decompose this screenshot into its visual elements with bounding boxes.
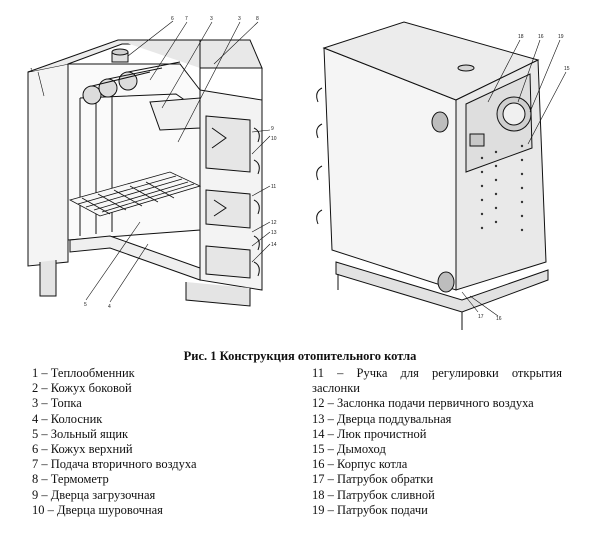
svg-text:8: 8	[256, 16, 259, 22]
svg-text:13: 13	[271, 230, 277, 236]
legend-item: 14 – Люк прочистной	[312, 426, 427, 441]
svg-text:1: 1	[30, 68, 33, 74]
svg-text:10: 10	[271, 136, 277, 142]
svg-text:18: 18	[518, 34, 524, 40]
legend-item: 11 – Ручка для регулировки открытия	[312, 366, 562, 380]
legend-item: 8 – Термометр	[32, 472, 109, 487]
legend-item: 4 – Колосник	[32, 411, 103, 426]
legend-left-column: 1 – Теплообменник 2 – Кожух боковой 3 – …	[32, 366, 282, 518]
svg-text:9: 9	[271, 126, 274, 132]
legend-item-continuation: заслонки	[312, 381, 360, 396]
svg-text:14: 14	[271, 242, 277, 248]
legend-item: 2 – Кожух боковой	[32, 381, 132, 396]
svg-text:6: 6	[171, 16, 174, 22]
legend-item: 1 – Теплообменник	[32, 366, 135, 380]
legend-item: 15 – Дымоход	[312, 442, 386, 457]
svg-text:16: 16	[538, 34, 544, 40]
figure-caption: Рис. 1 Конструкция отопительного котла	[183, 349, 417, 363]
svg-text:15: 15	[564, 66, 570, 72]
svg-text:3: 3	[210, 16, 213, 22]
svg-text:5: 5	[84, 302, 87, 308]
legend-item: 19 – Патрубок подачи	[312, 502, 428, 517]
legend-item: 6 – Кожух верхний	[32, 442, 133, 457]
svg-text:19: 19	[558, 34, 564, 40]
svg-text:4: 4	[108, 304, 111, 310]
legend-right-column: 11 – Ручка для регулировки открытия засл…	[312, 366, 562, 518]
svg-text:17: 17	[478, 314, 484, 320]
svg-text:3: 3	[238, 16, 241, 22]
assembled-boiler-view: 18 16 19 15 17 16	[316, 21, 570, 330]
legend-item: 16 – Корпус котла	[312, 457, 408, 472]
legend-item: 17 – Патрубок обратки	[312, 472, 434, 487]
legend-item: 5 – Зольный ящик	[32, 426, 129, 441]
legend-item: 18 – Патрубок сливной	[312, 487, 435, 502]
svg-text:12: 12	[271, 220, 277, 226]
svg-text:7: 7	[185, 16, 188, 22]
legend-item: 7 – Подача вторичного воздуха	[32, 457, 197, 472]
legend-item: 13 – Дверца поддувальная	[312, 411, 452, 426]
svg-text:16: 16	[496, 316, 502, 322]
legend-item: 12 – Заслонка подачи первичного воздуха	[312, 396, 534, 411]
legend-item: 10 – Дверца шуровочная	[32, 502, 163, 517]
legend-item: 3 – Топка	[32, 396, 82, 411]
legend-item: 9 – Дверца загрузочная	[32, 487, 156, 502]
cutaway-boiler-view: 1 6 7 3 3 8 5 4 9 10 11 12 13 14	[27, 16, 277, 310]
svg-text:11: 11	[271, 184, 276, 190]
